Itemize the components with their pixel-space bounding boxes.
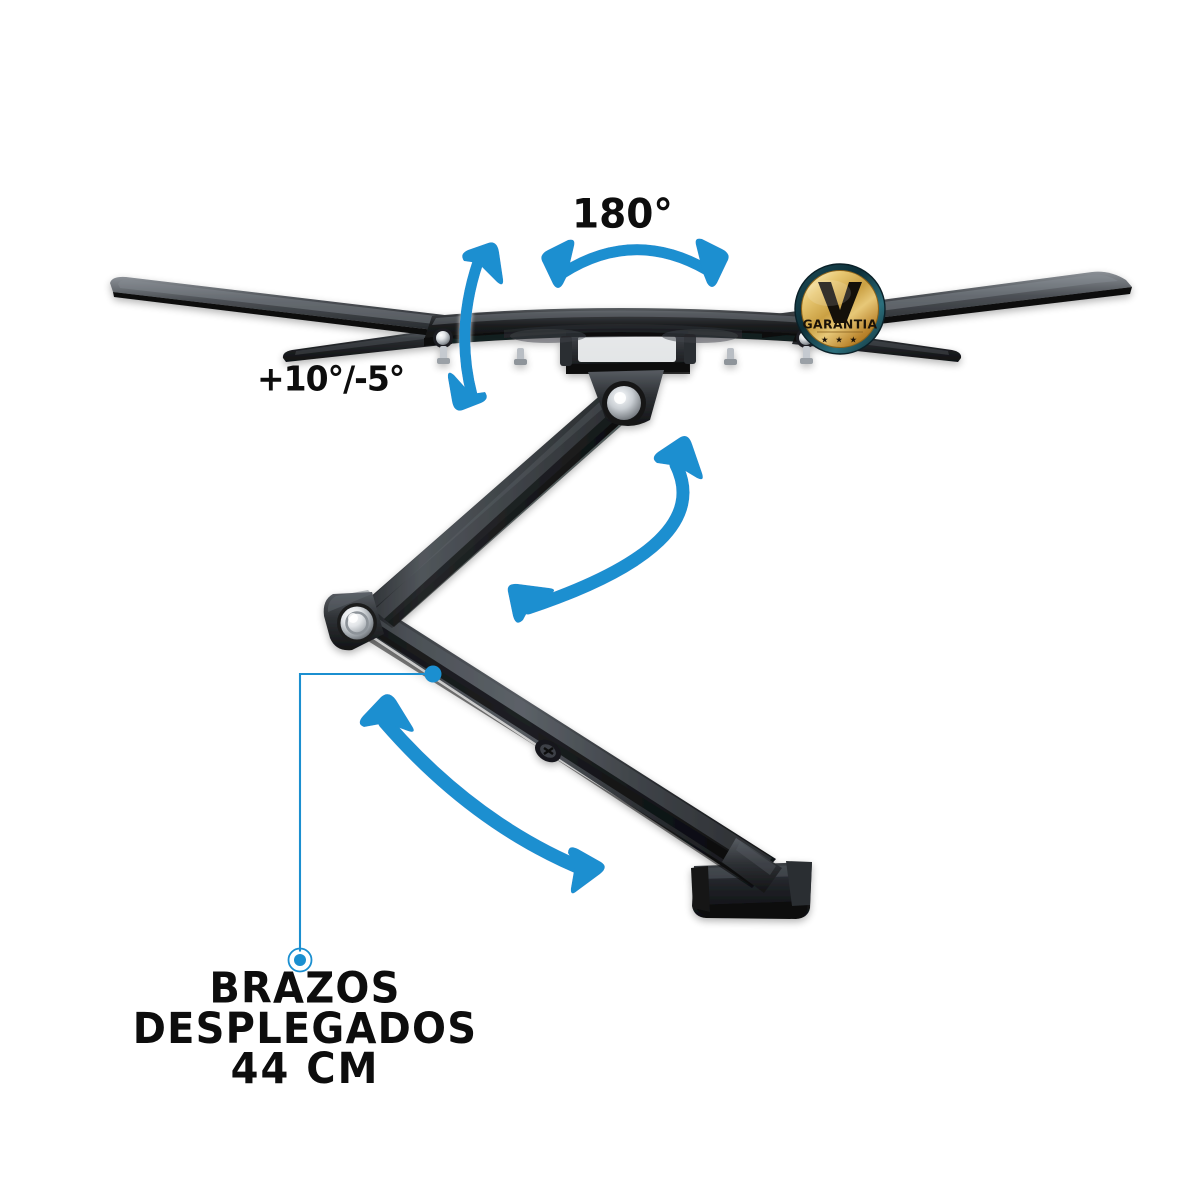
swivel-angle-label: 180° — [572, 191, 673, 238]
upper-arm-arrow — [507, 436, 703, 623]
badge-label: GARANTIA — [802, 317, 877, 332]
lower-arm — [337, 598, 782, 893]
arm-screw — [534, 739, 562, 763]
upper-arm — [360, 392, 640, 628]
lower-arm-arrow — [359, 694, 605, 894]
shoulder-pivot-joint — [602, 381, 646, 425]
badge-v-letter — [818, 282, 862, 323]
callout-caption-line1: BRAZOS — [209, 964, 401, 1014]
callout-end-marker — [287, 947, 313, 973]
callout-caption-line2: DESPLEGADOS — [132, 1004, 478, 1054]
callout-leader — [287, 665, 442, 973]
center-mount-plate — [560, 328, 696, 426]
vesa-bolt-left — [433, 328, 453, 364]
vesa-bolt-center-right — [724, 348, 737, 365]
vesa-bolt-center-left — [514, 348, 527, 365]
motion-arrows — [359, 238, 729, 894]
callout-caption-line3: 44 CM — [230, 1044, 380, 1094]
garantia-badge: GARANTIA ★ ★ ★ — [794, 263, 886, 355]
tilt-vertical-arrow — [447, 242, 504, 411]
tilt-angle-label: +10°/-5° — [257, 358, 405, 399]
elbow-joint — [323, 590, 384, 651]
callout-caption: BRAZOS DESPLEGADOS 44 CM — [95, 964, 515, 1094]
vesa-arm-upper-left — [110, 276, 470, 340]
vesa-arm-lower-left — [282, 328, 452, 362]
callout-anchor-dot — [424, 665, 442, 683]
swivel-arc-arrow — [541, 238, 729, 288]
badge-stars: ★ ★ ★ — [821, 336, 859, 346]
product-assembly — [110, 271, 1132, 919]
